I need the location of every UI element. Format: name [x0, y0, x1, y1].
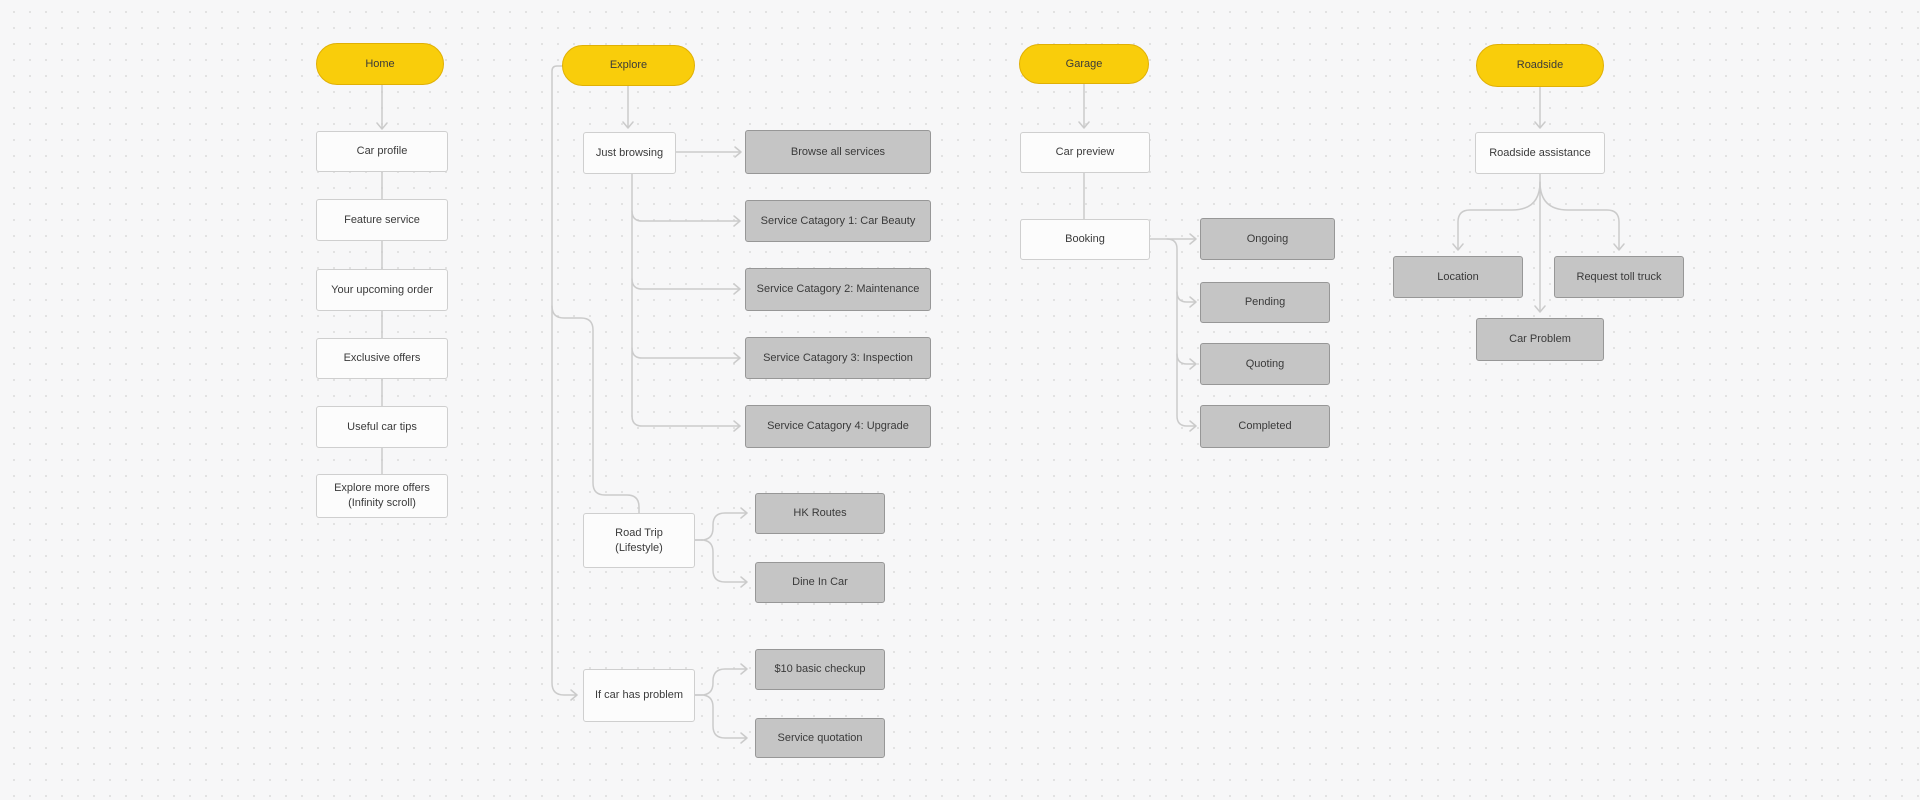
connector-booking-to-ongoing[interactable]: [1149, 233, 1197, 245]
connector-problem-to-checkup[interactable]: [694, 663, 748, 696]
node-car-problem[interactable]: Car Problem: [1476, 318, 1604, 361]
node-roadside-pill[interactable]: Roadside: [1476, 44, 1604, 87]
node-request-toll-truck[interactable]: Request toll truck: [1554, 256, 1684, 298]
node-car-preview[interactable]: Car preview: [1020, 132, 1150, 173]
connector-just-browsing-to-categories[interactable]: [631, 173, 741, 432]
node-pending[interactable]: Pending: [1200, 282, 1330, 323]
node-service-quotation[interactable]: Service quotation: [755, 718, 885, 758]
node-roadside-assistance[interactable]: Roadside assistance: [1475, 132, 1605, 174]
connector-home-pill-to-car-profile[interactable]: [376, 84, 388, 130]
connector-assistance-to-location[interactable]: [1452, 181, 1541, 251]
node-service-catagory-2[interactable]: Service Catagory 2: Maintenance: [745, 268, 931, 311]
node-your-upcoming-order[interactable]: Your upcoming order: [316, 269, 448, 311]
connector-road-trip-to-hk-routes[interactable]: [694, 507, 748, 541]
connector-assistance-to-car-problem[interactable]: [1534, 173, 1546, 313]
node-dine-in-car[interactable]: Dine In Car: [755, 562, 885, 603]
node-explore-more-offers[interactable]: Explore more offers (Infinity scroll): [316, 474, 448, 518]
node-home-pill[interactable]: Home: [316, 43, 444, 85]
node-browse-all-services[interactable]: Browse all services: [745, 130, 931, 174]
node-service-catagory-3[interactable]: Service Catagory 3: Inspection: [745, 337, 931, 379]
connector-roadside-pill-to-assistance[interactable]: [1534, 86, 1546, 129]
node-if-car-has-problem[interactable]: If car has problem: [583, 669, 695, 722]
node-hk-routes[interactable]: HK Routes: [755, 493, 885, 534]
node-service-catagory-1[interactable]: Service Catagory 1: Car Beauty: [745, 200, 931, 242]
connector-assistance-to-request-toll-truck[interactable]: [1539, 181, 1625, 251]
node-feature-service[interactable]: Feature service: [316, 199, 448, 241]
node-explore-pill[interactable]: Explore: [562, 45, 695, 86]
node-road-trip[interactable]: Road Trip (Lifestyle): [583, 513, 695, 568]
node-garage-pill[interactable]: Garage: [1019, 44, 1149, 84]
node-car-profile[interactable]: Car profile: [316, 131, 448, 172]
connector-booking-to-statuses[interactable]: [1166, 238, 1197, 432]
node-service-catagory-4[interactable]: Service Catagory 4: Upgrade: [745, 405, 931, 448]
node-useful-car-tips[interactable]: Useful car tips: [316, 406, 448, 448]
node-just-browsing[interactable]: Just browsing: [583, 132, 676, 174]
connector-explore-to-if-car-problem[interactable]: [551, 65, 578, 701]
node-basic-checkup[interactable]: $10 basic checkup: [755, 649, 885, 690]
node-booking[interactable]: Booking: [1020, 219, 1150, 260]
connector-road-trip-to-dine-in-car[interactable]: [694, 539, 748, 588]
node-quoting[interactable]: Quoting: [1200, 343, 1330, 385]
node-exclusive-offers[interactable]: Exclusive offers: [316, 338, 448, 379]
connector-problem-to-quotation[interactable]: [694, 694, 748, 744]
connector-just-browsing-to-browse-all[interactable]: [675, 146, 742, 158]
node-completed[interactable]: Completed: [1200, 405, 1330, 448]
node-location[interactable]: Location: [1393, 256, 1523, 298]
connector-explore-pill-to-just-browsing[interactable]: [622, 85, 634, 129]
connector-garage-pill-to-car-preview[interactable]: [1078, 83, 1090, 129]
connector-explore-to-road-trip[interactable]: [551, 305, 640, 514]
node-ongoing[interactable]: Ongoing: [1200, 218, 1335, 260]
